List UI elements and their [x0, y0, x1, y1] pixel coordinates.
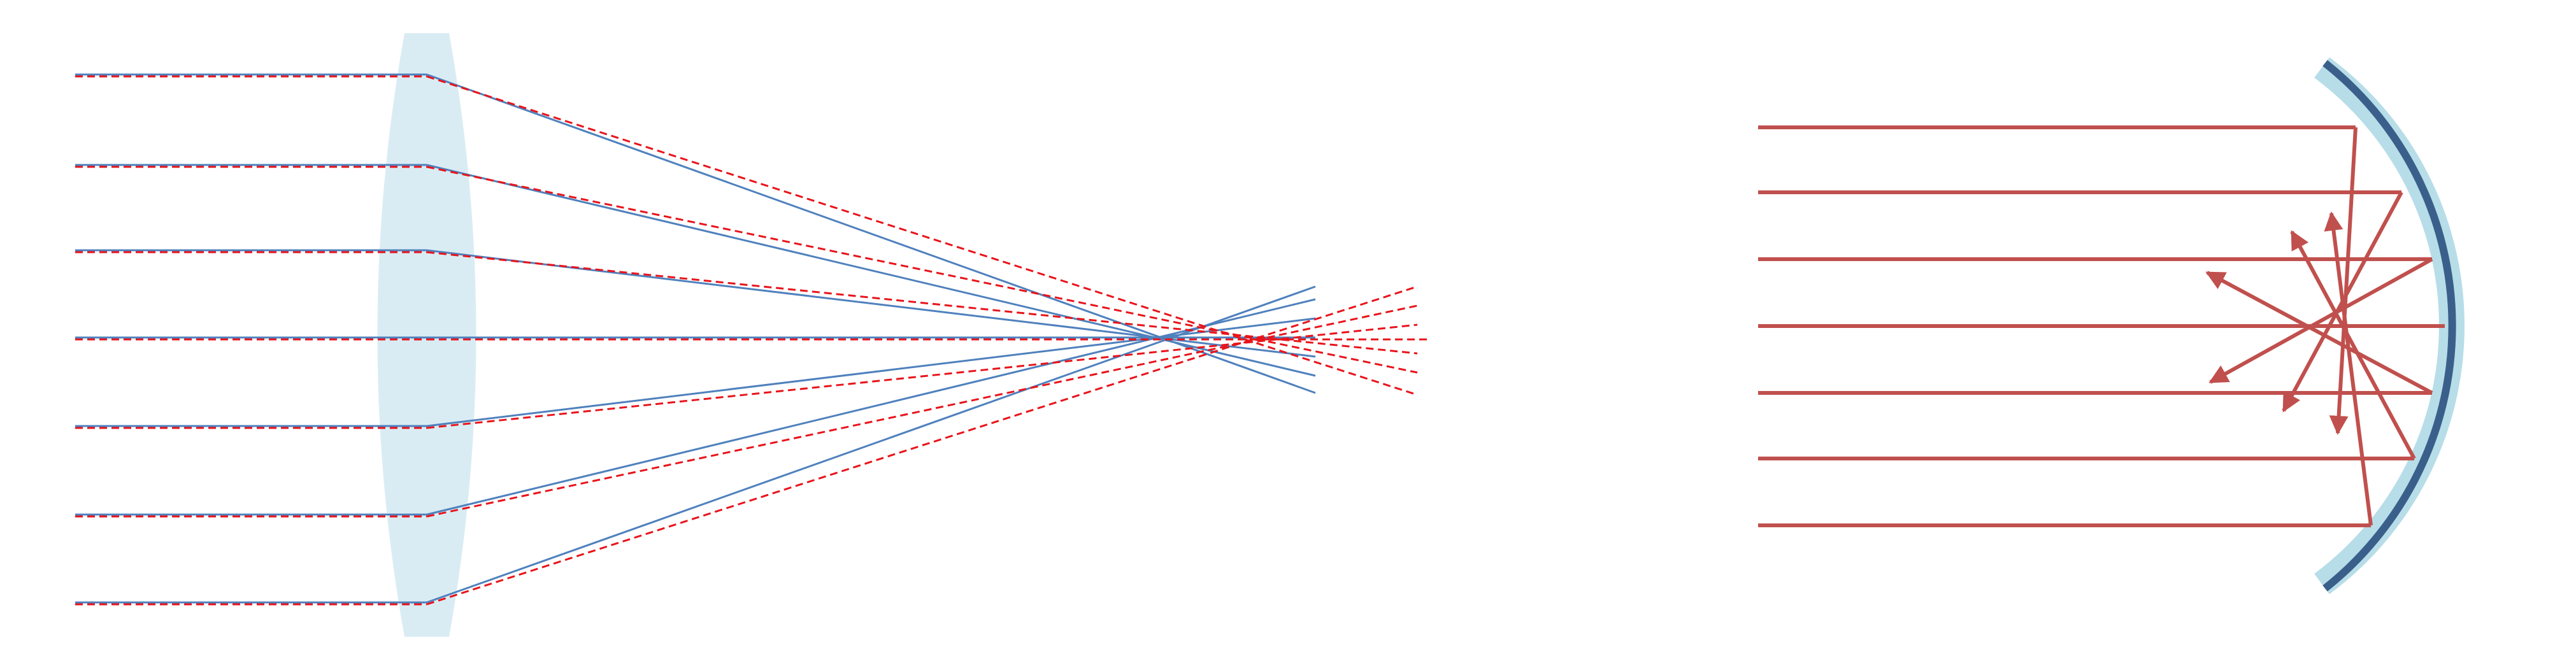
refracted-ray-red-1 — [426, 75, 1418, 396]
refracted-ray-red-3 — [426, 251, 1418, 355]
reflected-rays — [2205, 127, 2445, 526]
refracted-ray-blue-6 — [426, 298, 1316, 516]
refracted-ray-red-7 — [426, 285, 1418, 606]
reflected-ray-6 — [2290, 230, 2416, 460]
incoming-rays — [75, 73, 427, 606]
refracted-ray-red-5 — [426, 323, 1418, 429]
refracted-ray-blue-1 — [426, 73, 1316, 394]
refracted-ray-blue-5 — [426, 317, 1316, 427]
refracted-ray-blue-7 — [426, 285, 1316, 604]
reflected-ray-5 — [2205, 271, 2433, 395]
lens-diagram — [75, 33, 1430, 637]
refracted-ray-blue-2 — [426, 164, 1316, 377]
mirror-outer-surface — [2322, 60, 2456, 592]
reflected-ray-1 — [2329, 127, 2358, 435]
refracted-ray-red-2 — [426, 166, 1418, 374]
refracted-rays-red — [426, 75, 1430, 606]
reflected-ray-3 — [2208, 257, 2433, 384]
lens — [377, 33, 476, 637]
reflected-ray-7 — [2324, 211, 2373, 526]
mirror-diagram — [1758, 57, 2465, 595]
